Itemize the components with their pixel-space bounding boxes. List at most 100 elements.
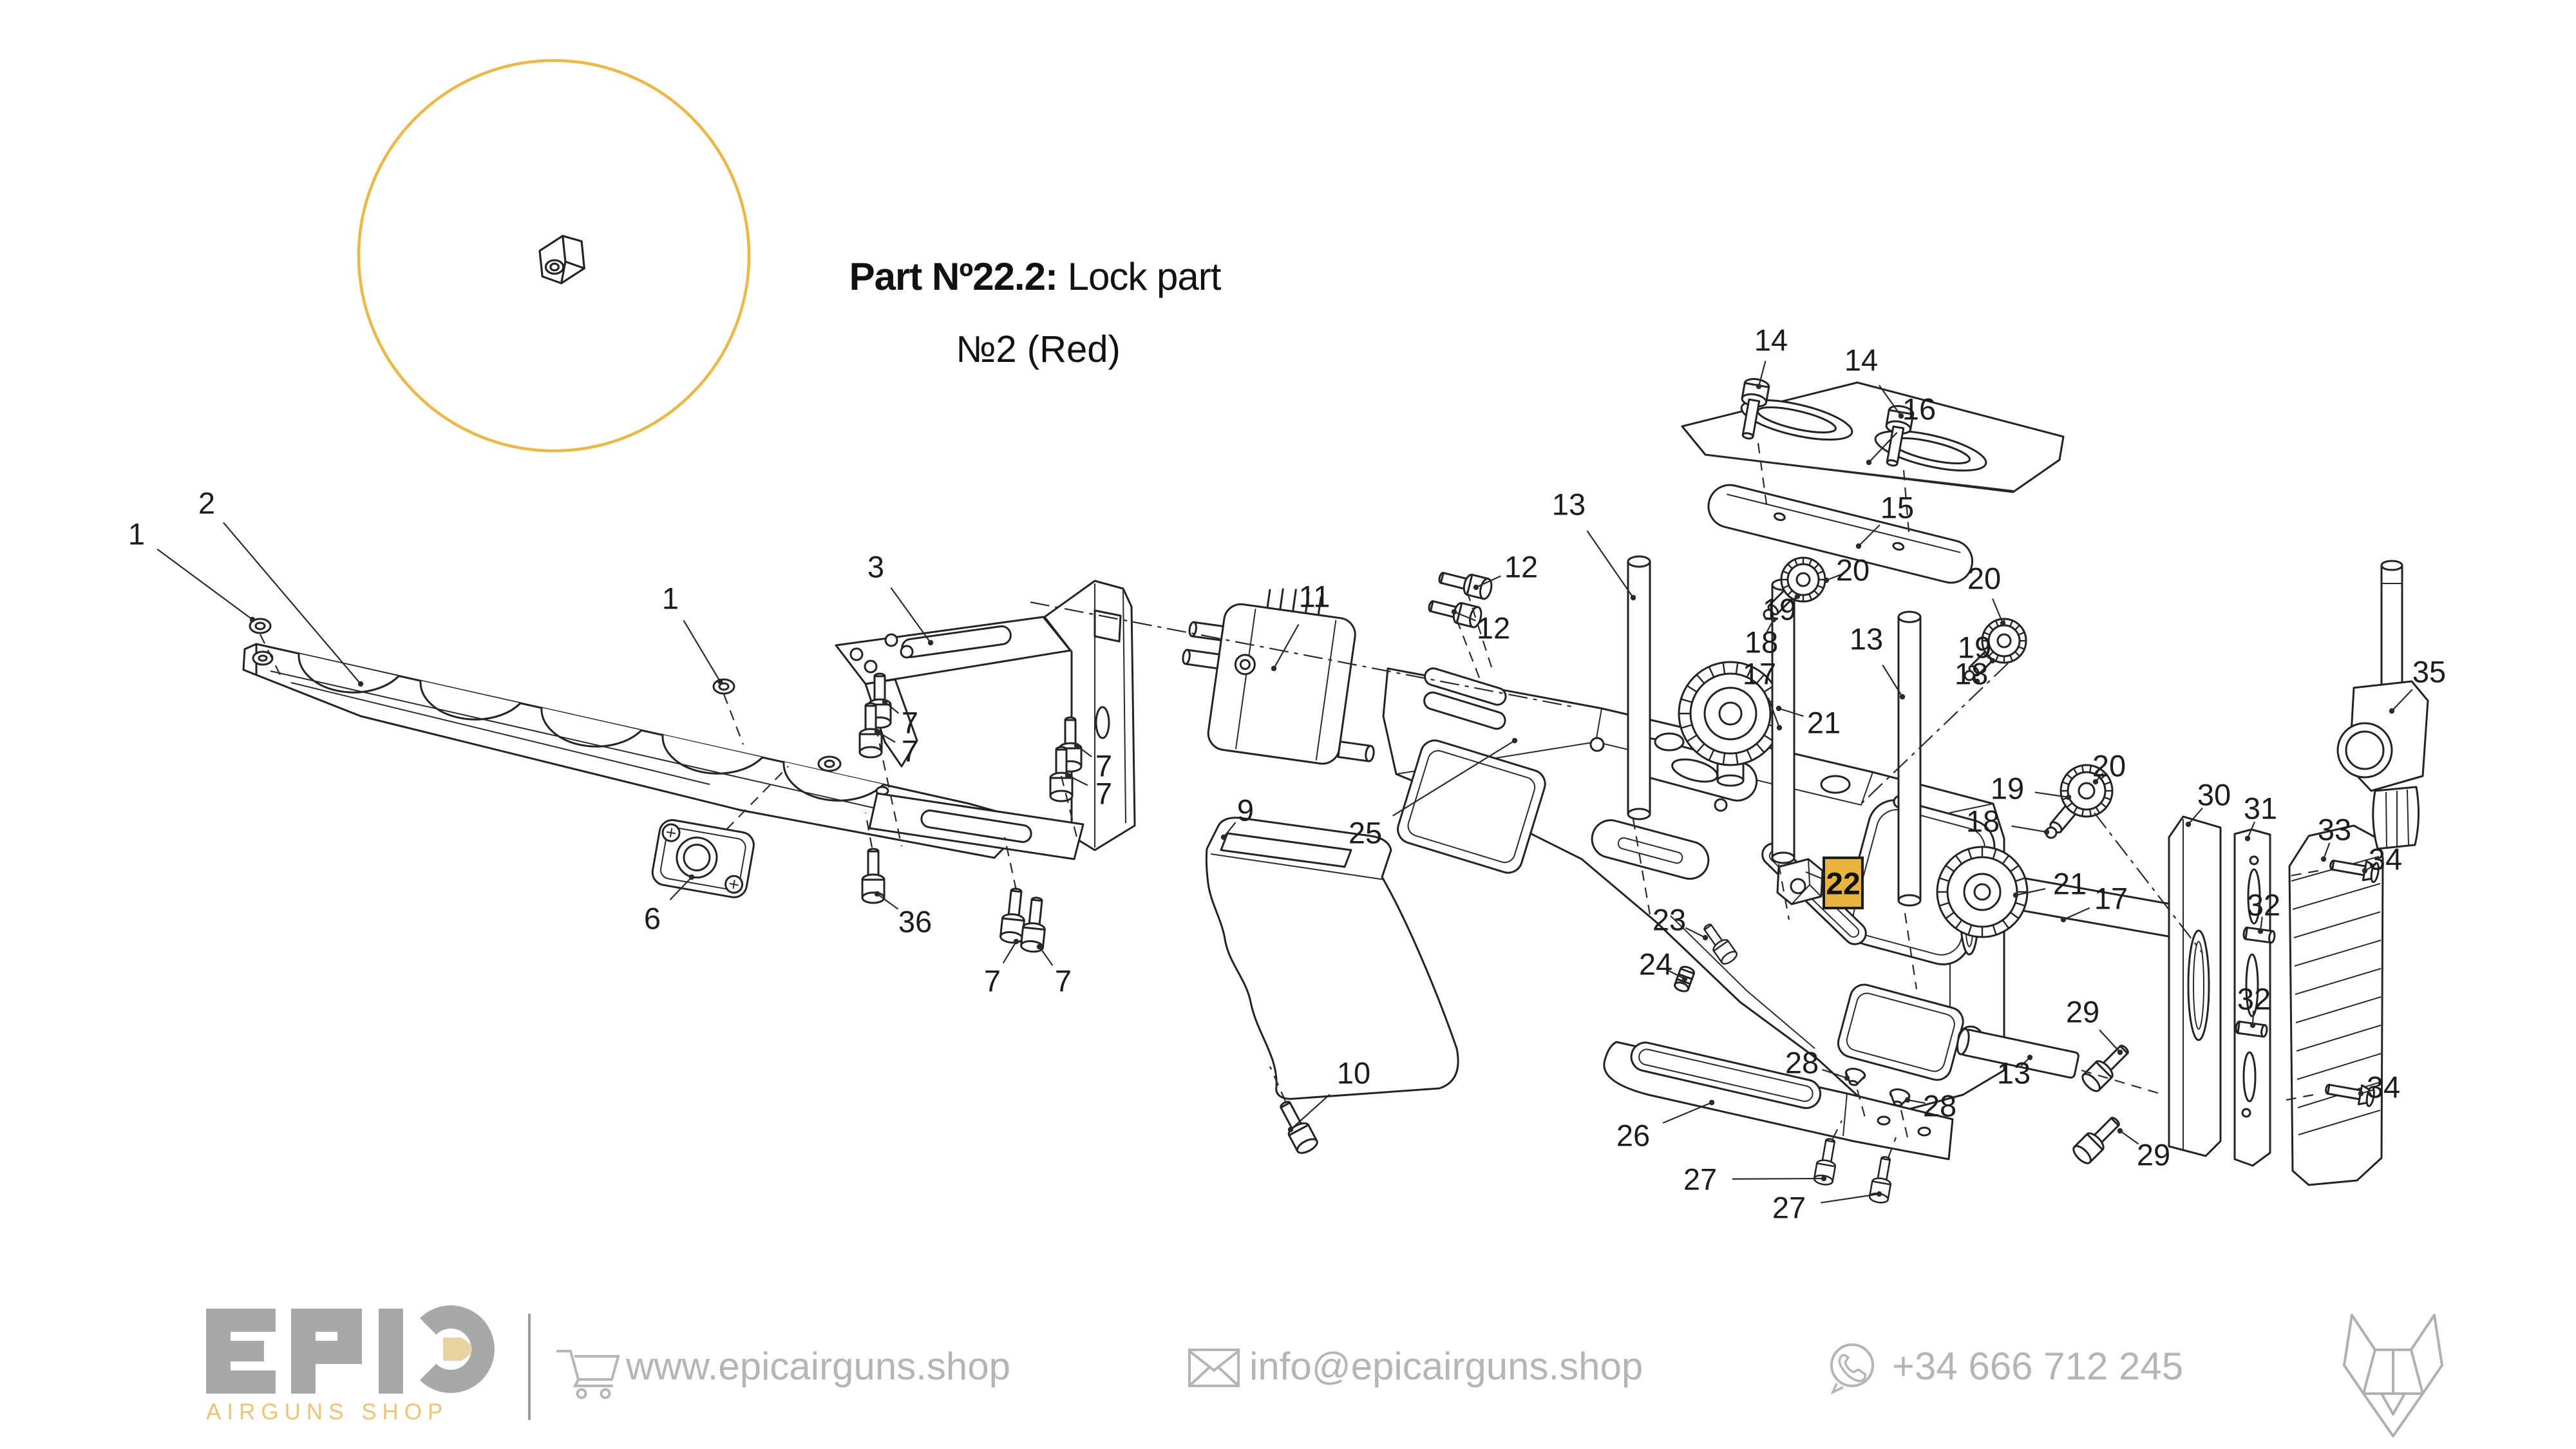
part-label: 7 — [1095, 777, 1112, 811]
thumbscrew-assembly — [1763, 556, 1826, 620]
leader-dot — [2065, 794, 2072, 800]
cross-rod-13 — [1956, 1028, 2079, 1079]
leader-line — [669, 876, 692, 900]
part-label: 12 — [1477, 611, 1510, 645]
monopod-35 — [2336, 560, 2429, 850]
leader-dot — [1770, 616, 1777, 623]
leader-dot — [1473, 584, 1479, 591]
leader-dot — [2043, 829, 2050, 835]
part-label: 23 — [1653, 903, 1686, 937]
leader-dot — [2244, 835, 2251, 842]
leader-dot — [1036, 943, 1043, 950]
washer — [249, 618, 735, 695]
leader-dot — [874, 728, 880, 735]
leader-dot — [2092, 779, 2099, 785]
leader-dot — [2117, 1049, 2123, 1056]
part-label: 14 — [1844, 343, 1878, 377]
leader-dot — [1776, 705, 1782, 712]
page-title: Part Nº22.2: Lock part — [849, 255, 1222, 298]
part-label: 18 — [1966, 804, 2000, 838]
leader-dot — [1756, 383, 1762, 390]
leader-line — [1882, 664, 1903, 697]
riser-pillars — [1627, 555, 1922, 907]
part-label: 16 — [1902, 392, 1936, 426]
whatsapp-icon — [1830, 1343, 1874, 1395]
leader-dot — [1709, 1099, 1715, 1106]
screw-29 — [2069, 1111, 2126, 1168]
leader-dot — [882, 699, 888, 705]
epic-logo — [206, 1305, 495, 1394]
leader-line — [2034, 791, 2069, 799]
part-label: 21 — [1807, 706, 1841, 740]
lock-part-22 — [1776, 858, 1824, 905]
leader-dot — [2027, 1054, 2033, 1061]
thumbscrew-assembly — [1964, 618, 2027, 681]
leader-dot — [1451, 609, 1457, 615]
leader-dot — [1511, 737, 1518, 744]
leader-line — [1273, 624, 1300, 669]
leader-dot — [1844, 1075, 1850, 1081]
leader-line — [1992, 598, 2004, 624]
part-label: 35 — [2412, 655, 2446, 689]
thumbwheel-21-rear — [1936, 846, 2029, 938]
leader-line — [2011, 825, 2047, 833]
envelope-icon — [1188, 1349, 1240, 1387]
thumbwheel-21-top — [1678, 661, 1783, 787]
footer-email[interactable]: info@epicairguns.shop — [1249, 1345, 1643, 1388]
part-label: 13 — [1997, 1056, 2031, 1090]
leader-dot — [1220, 834, 1227, 840]
leader-line — [1858, 524, 1880, 547]
alignment-lines — [260, 442, 2319, 1159]
part-label: 6 — [644, 902, 661, 936]
part-label: 15 — [1880, 491, 1914, 525]
highlight-box — [1823, 857, 1864, 909]
leader-line — [2322, 842, 2331, 860]
leader-line — [1868, 431, 1898, 463]
spacer-plate-31 — [2233, 828, 2271, 1167]
part-label: 21 — [2053, 867, 2087, 901]
leader-dot — [2389, 708, 2395, 714]
leader-dot — [1855, 543, 1862, 549]
footer-phone[interactable]: +34 666 712 245 — [1892, 1345, 2183, 1388]
footer: AIRGUNS SHOP www.epicairguns.shop info@e… — [206, 1305, 2443, 1437]
part-label: 20 — [2092, 749, 2126, 783]
footer-website[interactable]: www.epicairguns.shop — [625, 1345, 1010, 1388]
part-label: 18 — [1745, 625, 1778, 659]
leader-line — [1685, 927, 1706, 938]
part-label: 1 — [662, 582, 679, 616]
inset-lock-part — [538, 234, 585, 285]
part-label: 13 — [1552, 488, 1586, 522]
bullet-icon — [443, 1338, 472, 1361]
cheek-riser-plate-16 — [1681, 381, 2065, 493]
leader-line — [1907, 1099, 1926, 1104]
leader-dot — [927, 639, 934, 646]
leader-line — [1454, 611, 1476, 621]
part-label: 19 — [1991, 772, 2024, 806]
leader-dot — [1898, 413, 1904, 419]
leader-line — [1076, 745, 1092, 757]
part-label: 29 — [2137, 1138, 2170, 1172]
barricade-clamp — [651, 819, 755, 898]
leader-line — [1767, 697, 1781, 728]
leader-line — [1879, 384, 1902, 417]
part-label: 24 — [1639, 947, 1672, 981]
leader-line — [2188, 807, 2203, 825]
leader-dot — [1065, 772, 1071, 779]
leader-dot — [2358, 1090, 2364, 1097]
part-label: 9 — [1237, 793, 1254, 828]
page-subtitle: №2 (Red) — [956, 328, 1121, 370]
breech-block — [1182, 588, 1375, 765]
part-label: 36 — [898, 905, 932, 939]
part-label: 19 — [1958, 630, 1991, 665]
part-label: 34 — [2369, 842, 2402, 876]
main-chassis — [1382, 667, 2005, 1118]
leader-dot — [1866, 459, 1872, 466]
leader-dot — [2060, 916, 2067, 923]
wolf-icon — [2343, 1314, 2443, 1437]
leader-dot — [717, 678, 723, 685]
leader-line — [1821, 1193, 1880, 1204]
leader-dot — [1823, 577, 1830, 583]
leader-line — [223, 522, 361, 685]
